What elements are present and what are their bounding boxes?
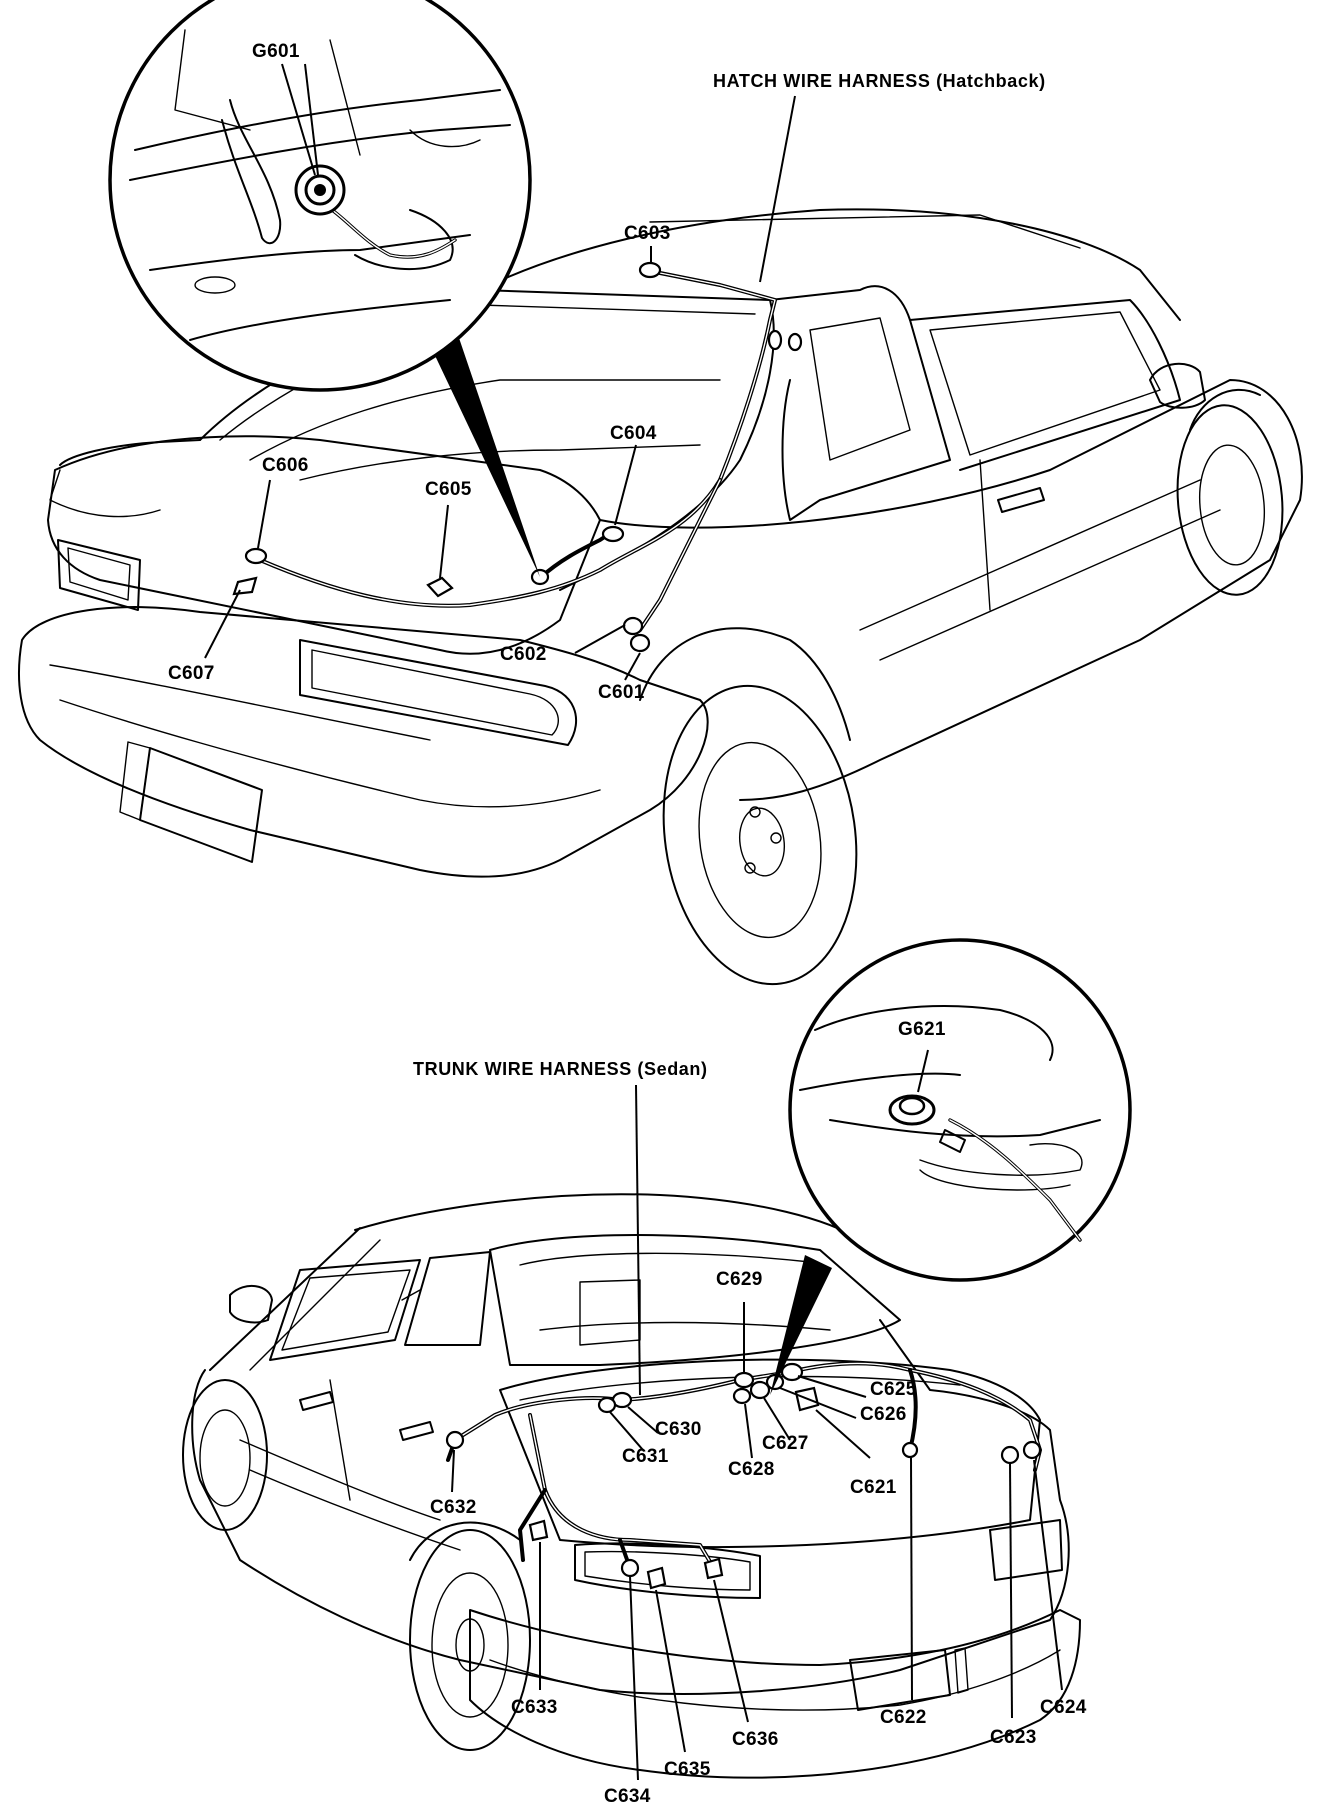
hatch-leader-lines xyxy=(204,63,796,681)
trunk-wire-harness-title: TRUNK WIRE HARNESS (Sedan) xyxy=(413,1059,708,1079)
connector-c631 xyxy=(597,1396,617,1414)
g621-detail-inset xyxy=(770,938,1132,1395)
connector-c605 xyxy=(426,576,454,598)
label-c630: C630 xyxy=(655,1419,702,1440)
label-c624: C624 xyxy=(1040,1697,1087,1718)
connector-c628 xyxy=(732,1387,752,1405)
label-g601: G601 xyxy=(252,41,300,62)
label-c627: C627 xyxy=(762,1433,809,1454)
connector-c634 xyxy=(620,1558,640,1578)
connector-c636 xyxy=(703,1557,724,1580)
connector-c604 xyxy=(601,525,625,543)
label-c605: C605 xyxy=(425,479,472,500)
connector-c635 xyxy=(646,1566,667,1590)
connector-c602 xyxy=(622,616,644,636)
label-c633: C633 xyxy=(511,1697,558,1718)
label-c625: C625 xyxy=(870,1379,917,1400)
connector-c625 xyxy=(780,1362,804,1382)
label-c629: C629 xyxy=(716,1269,763,1290)
label-c635: C635 xyxy=(664,1759,711,1780)
trunk-leader-lines xyxy=(451,1049,1063,1781)
label-g621: G621 xyxy=(898,1019,946,1040)
connector-c632 xyxy=(445,1430,465,1450)
label-c604: C604 xyxy=(610,423,657,444)
connector-hatch-hinge-b xyxy=(787,332,803,352)
connector-hatch-hinge-a xyxy=(767,329,783,351)
connector-c627 xyxy=(749,1380,771,1400)
label-c632: C632 xyxy=(430,1497,477,1518)
connector-c633 xyxy=(528,1519,549,1542)
connector-c606 xyxy=(244,547,268,565)
connector-c624 xyxy=(1022,1440,1042,1460)
label-c623: C623 xyxy=(990,1727,1037,1748)
connector-c607 xyxy=(232,576,258,596)
g601-detail-inset xyxy=(108,0,540,577)
hatch-wire-harness-title: HATCH WIRE HARNESS (Hatchback) xyxy=(713,71,1046,91)
label-c636: C636 xyxy=(732,1729,779,1750)
label-c603: C603 xyxy=(624,223,671,244)
connector-c629 xyxy=(733,1371,755,1389)
connector-c601 xyxy=(629,633,651,653)
label-c626: C626 xyxy=(860,1404,907,1425)
label-c631: C631 xyxy=(622,1446,669,1467)
label-c601: C601 xyxy=(598,682,645,703)
connector-c622 xyxy=(901,1441,919,1459)
hatch-connectors xyxy=(232,261,803,653)
sedan-car-illustration xyxy=(182,1193,1081,1779)
label-c607: C607 xyxy=(168,663,215,684)
label-c634: C634 xyxy=(604,1786,651,1807)
label-c621: C621 xyxy=(850,1477,897,1498)
label-c602: C602 xyxy=(500,644,547,665)
trunk-connectors xyxy=(445,1362,1042,1590)
label-c628: C628 xyxy=(728,1459,775,1480)
connector-c623 xyxy=(1000,1445,1020,1465)
connector-c603 xyxy=(638,261,662,279)
label-c606: C606 xyxy=(262,455,309,476)
label-c622: C622 xyxy=(880,1707,927,1728)
